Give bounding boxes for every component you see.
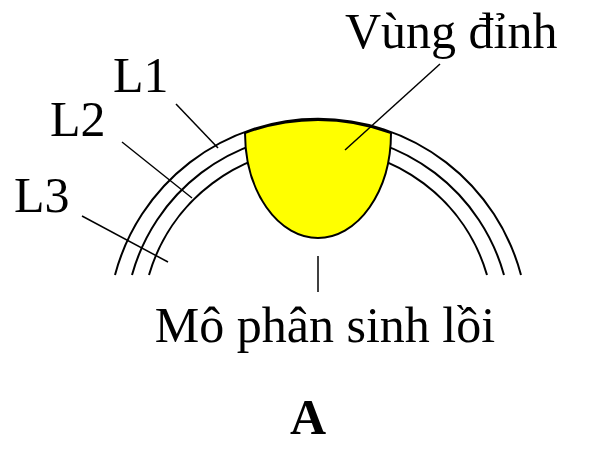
part-name: Mô phân sinh lồi [155, 300, 495, 350]
leader-line [122, 142, 192, 198]
leader-line [82, 216, 168, 262]
figure-letter: A [290, 392, 326, 442]
layer-label: L2 [50, 94, 106, 144]
leader-line [176, 104, 218, 148]
apical-zone [245, 120, 391, 238]
leader-line [317, 256, 319, 292]
layer-arc [115, 119, 521, 275]
leader-line [345, 64, 440, 150]
region-label: Vùng đỉnh [345, 6, 558, 56]
layer-label: L1 [113, 50, 169, 100]
layer-label: L3 [14, 170, 70, 220]
